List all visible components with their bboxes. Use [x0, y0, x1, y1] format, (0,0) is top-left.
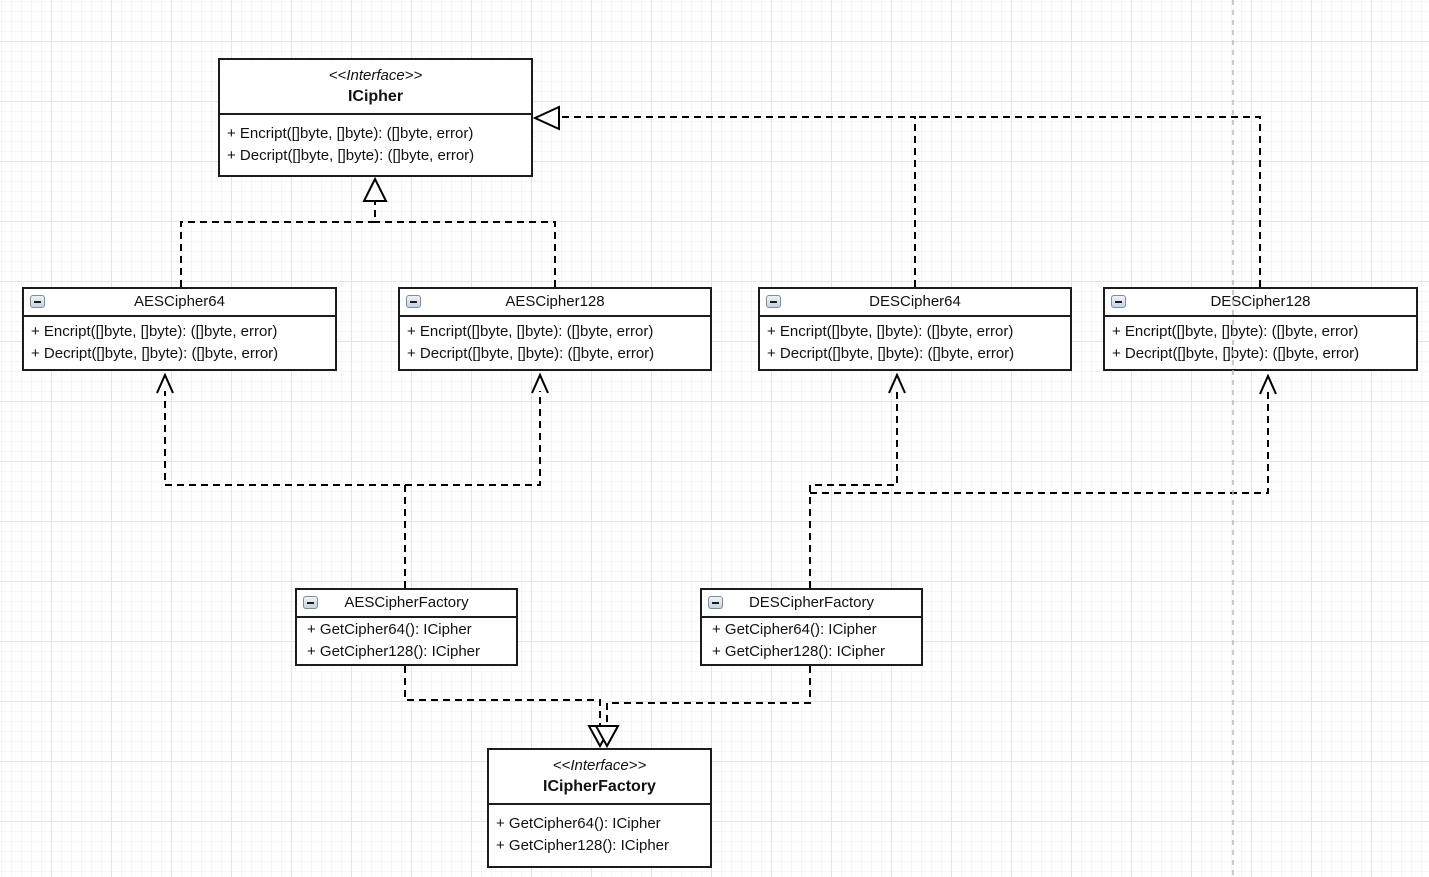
class-name: AESCipherFactory — [344, 593, 469, 611]
method-label: + Encript([]byte, []byte): ([]byte, erro… — [1112, 323, 1359, 340]
class-box-aescipher128[interactable]: AESCipher128 + Encript([]byte, []byte): … — [398, 287, 712, 371]
collapse-icon[interactable] — [708, 596, 723, 609]
open-arrow-icon — [531, 372, 549, 394]
method-label: + Decript([]byte, []byte): ([]byte, erro… — [227, 147, 475, 164]
edge-realization-descipherfactory-icipherfactory[interactable] — [606, 666, 811, 726]
class-header: <<Interface>> ICipherFactory — [489, 750, 710, 805]
method-label: + Encript([]byte, []byte): ([]byte, erro… — [227, 125, 474, 142]
collapse-icon[interactable] — [766, 295, 781, 308]
method-label: + Encript([]byte, []byte): ([]byte, erro… — [31, 323, 278, 340]
class-header: AESCipher64 — [24, 289, 335, 317]
edge-dependency-aescipherfactory-aescipher64[interactable] — [164, 391, 406, 588]
edge-realization-aescipher64-icipher[interactable] — [180, 201, 376, 287]
class-name: AESCipher128 — [505, 292, 605, 310]
method-label: + GetCipher128(): ICipher — [307, 643, 480, 660]
open-arrow-icon — [156, 372, 174, 394]
method-label: + Encript([]byte, []byte): ([]byte, erro… — [407, 323, 654, 340]
hollow-triangle-arrow-icon — [362, 176, 388, 202]
class-box-icipher[interactable]: <<Interface>> ICipher + Encript([]byte, … — [218, 58, 533, 177]
method-label: + Decript([]byte, []byte): ([]byte, erro… — [407, 345, 655, 362]
collapse-icon[interactable] — [30, 295, 45, 308]
method-label: + GetCipher64(): ICipher — [496, 815, 661, 832]
method-label: + GetCipher128(): ICipher — [496, 837, 669, 854]
edge-dependency-aescipherfactory-aescipher128[interactable] — [405, 391, 541, 486]
class-header: DESCipherFactory — [702, 590, 921, 618]
method-label: + Decript([]byte, []byte): ([]byte, erro… — [1112, 345, 1360, 362]
class-header: DESCipher128 — [1105, 289, 1416, 317]
method-label: + Encript([]byte, []byte): ([]byte, erro… — [767, 323, 1014, 340]
class-name: DESCipherFactory — [748, 593, 875, 611]
hollow-triangle-arrow-icon — [587, 725, 613, 749]
edge-realization-descipher64-icipher[interactable] — [559, 116, 916, 287]
method-label: + GetCipher64(): ICipher — [307, 621, 472, 638]
collapse-icon[interactable] — [1111, 295, 1126, 308]
collapse-icon[interactable] — [303, 596, 318, 609]
method-label: + GetCipher128(): ICipher — [712, 643, 885, 660]
class-name: DESCipher64 — [869, 292, 961, 310]
hollow-triangle-arrow-icon — [532, 105, 560, 131]
class-box-icipherfactory[interactable]: <<Interface>> ICipherFactory + GetCipher… — [487, 748, 712, 868]
class-header: AESCipher128 — [400, 289, 710, 317]
class-name: DESCipher128 — [1210, 292, 1311, 310]
hollow-triangle-arrow-icon — [594, 725, 620, 749]
open-arrow-icon — [888, 372, 906, 394]
class-box-descipher128[interactable]: DESCipher128 + Encript([]byte, []byte): … — [1103, 287, 1418, 371]
edge-dependency-descipherfactory-descipher128[interactable] — [810, 392, 1269, 494]
method-label: + GetCipher64(): ICipher — [712, 621, 877, 638]
minus-glyph — [712, 601, 719, 604]
class-name: ICipher — [347, 87, 404, 105]
class-box-aescipher64[interactable]: AESCipher64 + Encript([]byte, []byte): (… — [22, 287, 337, 371]
class-header: DESCipher64 — [760, 289, 1070, 317]
class-header: <<Interface>> ICipher — [220, 60, 531, 115]
edge-realization-aescipher128-icipher[interactable] — [375, 221, 556, 287]
class-box-descipherfactory[interactable]: DESCipherFactory + GetCipher64(): ICiphe… — [700, 588, 923, 666]
collapse-icon[interactable] — [406, 295, 421, 308]
class-box-descipher64[interactable]: DESCipher64 + Encript([]byte, []byte): (… — [758, 287, 1072, 371]
minus-glyph — [1115, 300, 1122, 303]
minus-glyph — [34, 300, 41, 303]
method-label: + Decript([]byte, []byte): ([]byte, erro… — [31, 345, 279, 362]
minus-glyph — [307, 601, 314, 604]
stereotype-label: <<Interface>> — [552, 756, 647, 774]
stereotype-label: <<Interface>> — [328, 66, 423, 84]
open-arrow-icon — [1259, 373, 1277, 395]
method-label: + Decript([]byte, []byte): ([]byte, erro… — [767, 345, 1015, 362]
class-name: AESCipher64 — [134, 292, 225, 310]
class-name: ICipherFactory — [543, 777, 656, 795]
edge-realization-descipher128-icipher[interactable] — [915, 116, 1261, 287]
minus-glyph — [410, 300, 417, 303]
class-header: AESCipherFactory — [297, 590, 516, 618]
minus-glyph — [770, 300, 777, 303]
edge-realization-aescipherfactory-icipherfactory[interactable] — [404, 666, 601, 726]
class-box-aescipherfactory[interactable]: AESCipherFactory + GetCipher64(): ICiphe… — [295, 588, 518, 666]
edge-dependency-descipherfactory-descipher64[interactable] — [809, 391, 898, 588]
